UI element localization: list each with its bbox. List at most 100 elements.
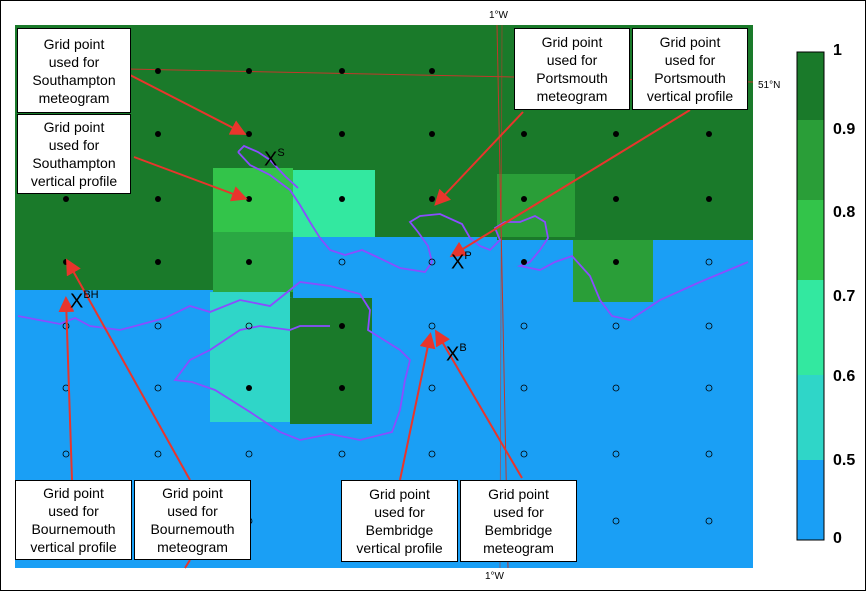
colorbar-tick-label: 0.5 <box>833 452 856 469</box>
longitude-line-2 <box>499 24 503 569</box>
grid-point-land <box>246 131 252 137</box>
colorbar-tick-label: 0.8 <box>833 204 856 221</box>
cell-0.7 <box>293 170 375 237</box>
grid-point-sea <box>428 450 436 458</box>
grid-point-sea <box>338 450 346 458</box>
coastline <box>17 281 411 441</box>
grid-point-sea <box>612 384 620 392</box>
grid-point-sea <box>705 450 713 458</box>
arrow-bembridge-vertical <box>399 332 436 481</box>
longitude-line <box>496 24 509 569</box>
grid-point-sea <box>245 322 253 330</box>
grid-point-land <box>613 259 619 265</box>
grid-point-land <box>155 196 161 202</box>
colorbar-band <box>797 120 824 200</box>
colorbar-band <box>797 280 824 375</box>
colorbar-tick-label: 0.7 <box>833 288 856 305</box>
arrow-southampton-meteogram <box>129 74 247 135</box>
marker-bournemouth: XBH <box>70 289 99 313</box>
label-bournemouth-meteogram: Grid point used for Bournemouth meteogra… <box>134 480 251 560</box>
label-bournemouth-vertical: Grid point used for Bournemouth vertical… <box>15 480 132 560</box>
marker-bembridge: XB <box>446 342 467 366</box>
colorbar-border <box>796 51 825 541</box>
grid-point-sea <box>705 517 713 525</box>
grid-point-land <box>339 323 345 329</box>
cell-1.0-iow <box>290 298 372 424</box>
grid-point-land <box>429 68 435 74</box>
colorbar-tick-label: 0.6 <box>833 368 856 385</box>
grid-point-land <box>521 131 527 137</box>
grid-point-sea <box>520 384 528 392</box>
grid-point-sea <box>520 322 528 330</box>
grid-point-sea <box>338 258 346 266</box>
coastline-inner <box>237 144 299 189</box>
grid-point-sea <box>520 450 528 458</box>
grid-point-sea <box>154 384 162 392</box>
colorbar-band <box>797 460 824 540</box>
grid-point-land <box>613 131 619 137</box>
arrow-bembridge-meteogram <box>434 329 523 479</box>
grid-point-land <box>155 68 161 74</box>
marker-southampton: XS <box>264 147 285 171</box>
grid-point-land <box>429 131 435 137</box>
grid-point-sea <box>245 450 253 458</box>
colorbar-tick-label: 1 <box>833 42 842 59</box>
grid-point-land <box>706 131 712 137</box>
grid-point-sea <box>612 517 620 525</box>
colorbar-band <box>797 52 824 120</box>
colorbar <box>796 51 825 541</box>
cell-0.8-b <box>213 232 293 292</box>
label-bembridge-meteogram: Grid point used for Bembridge meteogram <box>460 480 577 562</box>
grid-point-land <box>339 68 345 74</box>
colorbar-band <box>797 200 824 280</box>
label-portsmouth-meteogram: Grid point used for Portsmouth meteogram <box>514 28 630 110</box>
grid-point-land <box>246 385 252 391</box>
arrow-portsmouth-meteogram <box>434 111 524 206</box>
colorbar-band <box>797 375 824 460</box>
grid-point-land <box>706 196 712 202</box>
grid-point-land <box>246 259 252 265</box>
marker-portsmouth: XP <box>451 250 472 274</box>
label-southampton-meteogram: Grid point used for Southampton meteogra… <box>17 28 131 113</box>
colorbar-tick-label: 0.9 <box>833 121 856 138</box>
grid-point-sea <box>62 450 70 458</box>
grid-point-land <box>155 131 161 137</box>
grid-point-land <box>155 259 161 265</box>
grid-point-land <box>246 196 252 202</box>
arrow-southampton-vertical <box>133 156 248 202</box>
arrow-bournemouth-meteogram-tail <box>184 559 191 569</box>
grid-point-sea <box>428 258 436 266</box>
grid-point-sea <box>154 450 162 458</box>
grid-point-land <box>339 385 345 391</box>
grid-point-land <box>521 196 527 202</box>
cell-0.9-a <box>497 174 575 237</box>
grid-point-sea <box>428 322 436 330</box>
colorbar-tick-label: 0 <box>833 530 842 547</box>
grid-point-sea <box>705 258 713 266</box>
grid-point-sea <box>612 450 620 458</box>
lon-label-top: 1°W <box>489 10 508 21</box>
label-southampton-vertical: Grid point used for Southampton vertical… <box>17 114 131 194</box>
label-portsmouth-vertical: Grid point used for Portsmouth vertical … <box>632 28 748 110</box>
grid-point-sea <box>705 384 713 392</box>
label-bembridge-vertical: Grid point used for Bembridge vertical p… <box>341 480 458 562</box>
cell-0.8-a <box>213 168 293 232</box>
grid-point-land <box>246 68 252 74</box>
grid-point-land <box>613 196 619 202</box>
grid-point-land <box>339 196 345 202</box>
arrow-bournemouth-meteogram <box>66 258 191 481</box>
lat-label-right: 51°N <box>758 80 781 91</box>
grid-point-land <box>429 196 435 202</box>
grid-point-sea <box>705 322 713 330</box>
cell-0.6 <box>210 292 290 422</box>
arrow-portsmouth-vertical <box>449 109 691 258</box>
grid-point-land <box>63 196 69 202</box>
arrow-bournemouth-vertical <box>58 296 75 481</box>
grid-point-sea <box>612 322 620 330</box>
grid-point-sea <box>154 322 162 330</box>
coastline-solent <box>237 151 749 321</box>
grid-point-land <box>521 259 527 265</box>
lon-label-bottom: 1°W <box>485 571 504 582</box>
grid-point-sea <box>428 384 436 392</box>
grid-points <box>62 68 713 525</box>
